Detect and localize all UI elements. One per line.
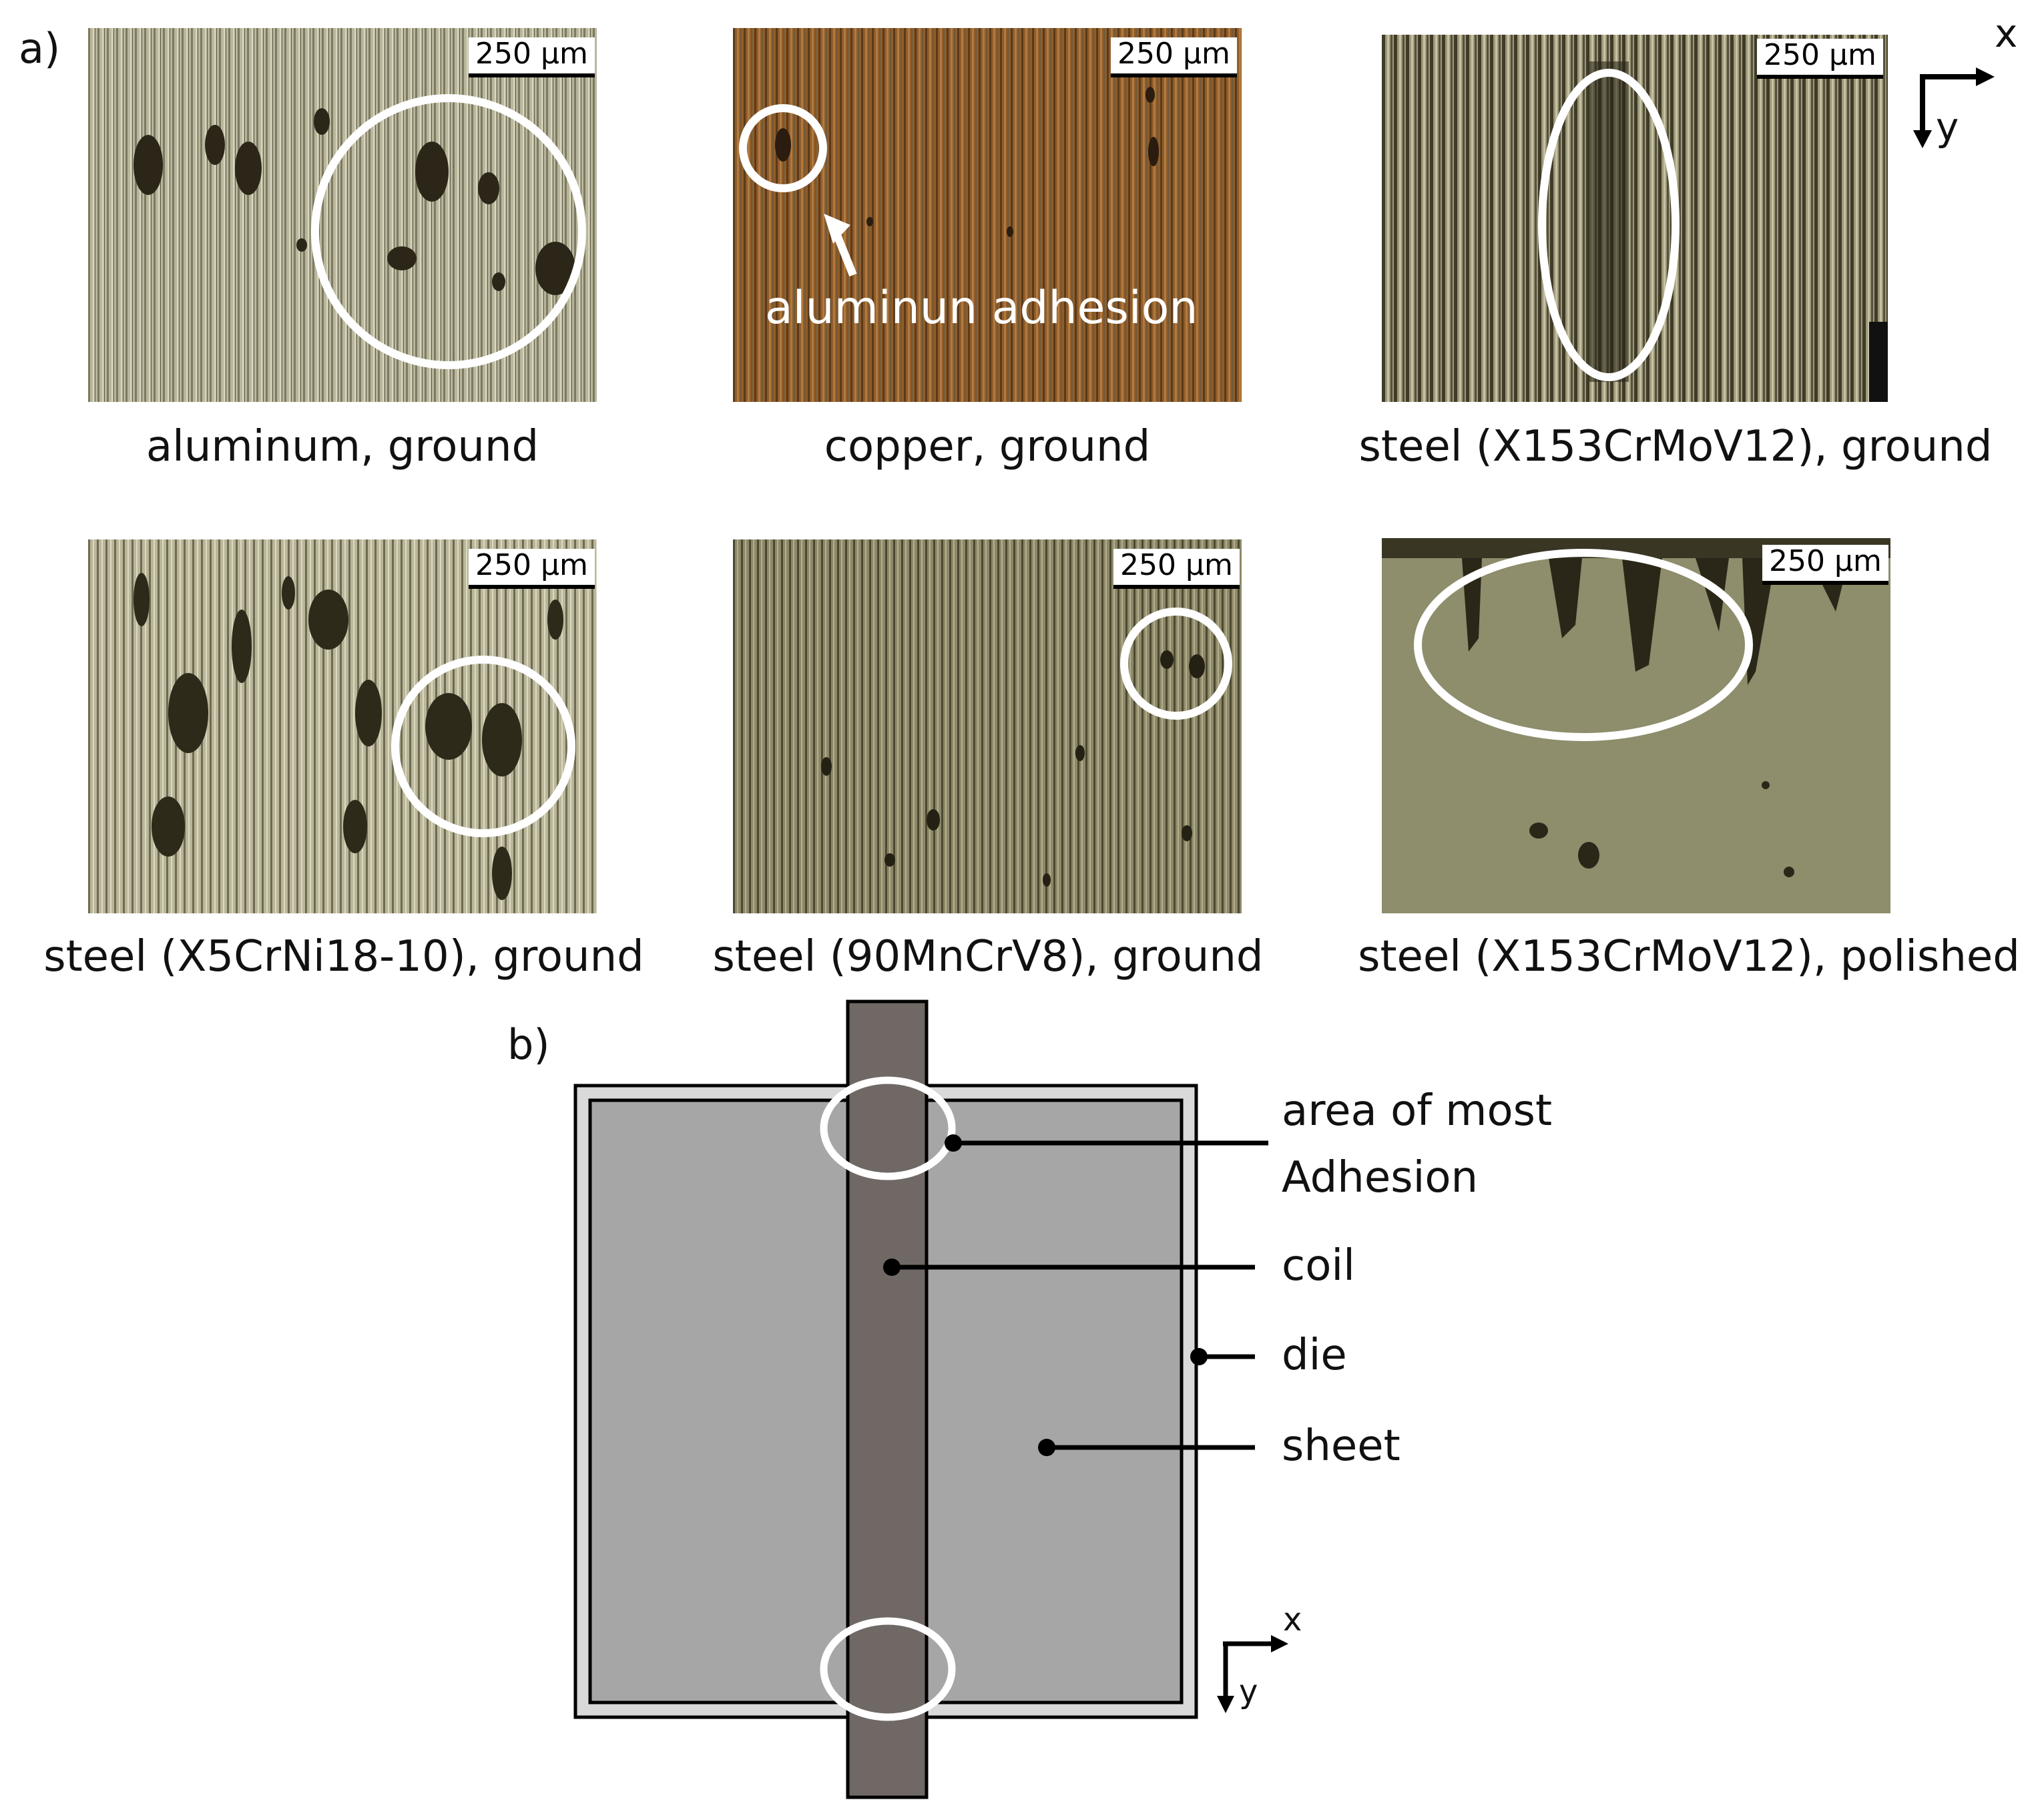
caption-aluminum-ground: aluminum, ground [146, 422, 539, 471]
highlight-circle [311, 94, 586, 369]
caption-steel-x5crni-ground: steel (X5CrNi18-10), ground [43, 932, 644, 981]
micrograph-aluminum-ground: 250 µm [88, 28, 597, 402]
panel-b-label: b) [507, 1020, 550, 1069]
highlight-ellipse [1538, 69, 1680, 381]
micrograph-steel-x153-polished: 250 µm [1382, 538, 1890, 913]
axis-x-label-bottom: x [1283, 1601, 1302, 1638]
micrograph-steel-x153-ground: 250 µm [1382, 35, 1888, 402]
micrograph-copper-ground: 250 µm aluminun adhesion [733, 28, 1242, 402]
scale-bar: 250 µm [1113, 549, 1240, 589]
axis-y-label-bottom: y [1239, 1673, 1258, 1711]
copper-surface-image [733, 28, 1242, 402]
highlight-circle [391, 656, 575, 837]
scale-bar: 250 µm [469, 549, 595, 589]
leader-dot-die [1190, 1348, 1208, 1365]
label-adhesion-line1: area of most [1282, 1086, 1553, 1136]
label-die: die [1282, 1331, 1347, 1380]
steel-x5crni-surface-image [88, 539, 597, 913]
adhesion-area-top [820, 1076, 956, 1180]
scale-bar: 250 µm [1111, 37, 1237, 77]
highlight-ellipse [1414, 549, 1753, 741]
highlight-circle [739, 104, 827, 192]
axis-indicator-top [1913, 67, 1995, 148]
steel-x153-ground-surface-image [1382, 35, 1888, 402]
copper-annotation: aluminun adhesion [765, 282, 1198, 334]
micrograph-steel-90mncrv8-ground: 250 µm [733, 539, 1242, 913]
axis-indicator-bottom [1217, 1635, 1288, 1713]
adhesion-area-bottom [820, 1617, 956, 1721]
caption-steel-x153-ground: steel (X153CrMoV12), ground [1358, 422, 1993, 471]
label-adhesion-line2: Adhesion [1282, 1153, 1479, 1202]
leader-dot-adhesion [945, 1134, 962, 1152]
leader-dot-sheet [1038, 1439, 1055, 1456]
highlight-circle [1120, 608, 1232, 720]
axis-y-label-top: y [1936, 104, 1959, 150]
coil-shape [846, 999, 929, 1799]
caption-steel-x153-polished: steel (X153CrMoV12), polished [1358, 932, 2020, 981]
leader-dot-coil [883, 1259, 901, 1276]
panel-a-label: a) [19, 24, 61, 73]
steel-x153-polished-surface-image [1382, 538, 1890, 913]
caption-steel-90mncrv8-ground: steel (90MnCrV8), ground [712, 932, 1264, 981]
scale-bar: 250 µm [1757, 39, 1883, 79]
steel-90mncrv8-surface-image [733, 539, 1242, 913]
micrograph-steel-x5crni-ground: 250 µm [88, 539, 597, 913]
label-sheet: sheet [1282, 1421, 1400, 1471]
aluminum-surface-image [88, 28, 597, 402]
scale-bar: 250 µm [1762, 545, 1888, 585]
scale-bar: 250 µm [469, 37, 595, 77]
axis-x-label-top: x [1995, 11, 2018, 56]
caption-copper-ground: copper, ground [824, 422, 1151, 471]
label-coil: coil [1282, 1241, 1355, 1291]
